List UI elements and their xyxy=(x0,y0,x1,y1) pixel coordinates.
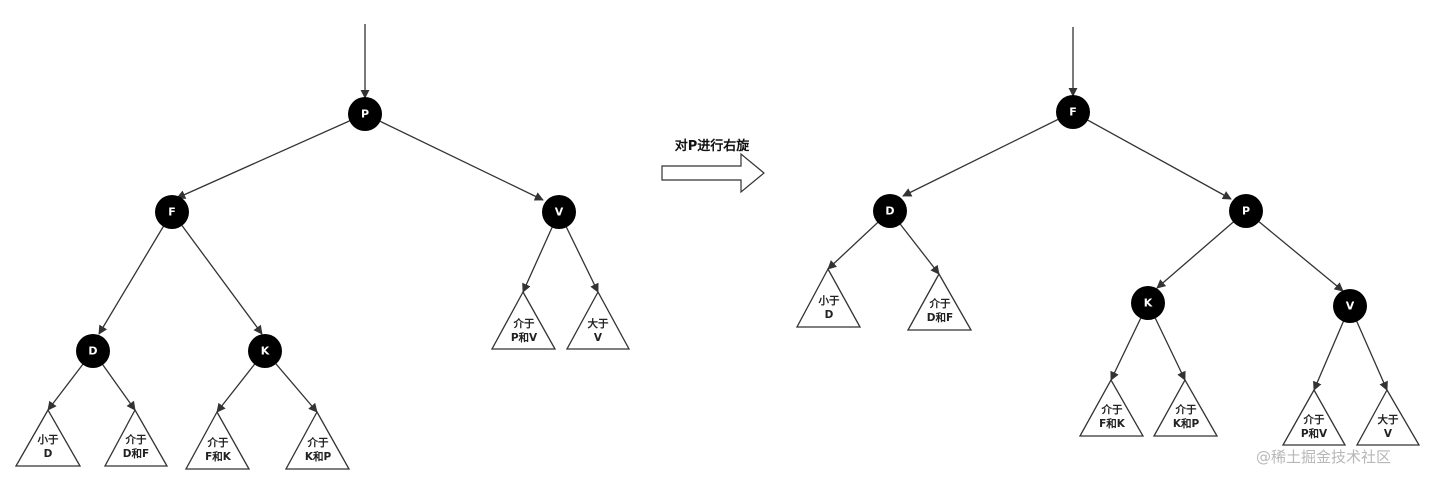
edge-p-v xyxy=(364,113,544,201)
subtree-between-f-k: 介于 F和K xyxy=(1078,378,1145,437)
right-arrow-icon xyxy=(661,152,765,194)
subtree-between-p-v: 介于 P和V xyxy=(1281,388,1347,446)
node-p: P xyxy=(1229,194,1263,228)
node-v: V xyxy=(1333,289,1367,323)
node-p: P xyxy=(348,97,382,131)
edge-p-f xyxy=(176,113,366,199)
subtree-line-2: P和V xyxy=(1301,427,1328,440)
subtree-line-1: 介于 xyxy=(307,436,329,449)
subtree-line-1: 小于 xyxy=(37,433,59,446)
subtree-line-1: 介于 xyxy=(1101,403,1124,416)
subtree-greater-than-v: 大于 V xyxy=(1355,388,1421,446)
node-f: F xyxy=(1056,95,1090,129)
node-p-label: P xyxy=(1242,205,1250,218)
node-d-label: D xyxy=(885,205,894,218)
edge-f-d xyxy=(902,111,1074,197)
subtree-between-f-k: 介于 F和K xyxy=(184,410,251,470)
subtree-line-2: F和K xyxy=(1099,417,1126,430)
subtree-less-than-d: 小于 D xyxy=(795,267,862,328)
node-v-label: V xyxy=(1346,300,1355,313)
subtree-line-1: 介于 xyxy=(1175,403,1198,416)
subtree-greater-than-v: 大于 V xyxy=(565,290,631,350)
subtree-line-1: 小于 xyxy=(818,294,840,307)
subtree-line-2: V xyxy=(594,332,603,344)
subtree-between-d-f: 介于 D和F xyxy=(103,408,169,467)
subtree-between-d-f: 介于 D和F xyxy=(906,272,973,331)
before-tree: P F V D K 小于 D 介于 D和F 介于 xyxy=(14,24,631,470)
subtree-line-1: 介于 xyxy=(125,433,147,446)
subtree-line-2: P和V xyxy=(511,331,538,344)
subtree-line-1: 大于 xyxy=(588,317,609,330)
subtree-between-p-v: 介于 P和V xyxy=(490,290,557,350)
subtree-line-2: D xyxy=(825,309,834,321)
subtree-line-2: V xyxy=(1384,428,1393,440)
node-k: K xyxy=(248,334,282,368)
subtree-line-2: K和P xyxy=(1173,417,1200,430)
subtree-less-than-d: 小于 D xyxy=(14,408,82,467)
node-v: V xyxy=(542,195,576,229)
node-p-label: P xyxy=(361,108,369,121)
node-k: K xyxy=(1131,286,1165,320)
subtree-line-2: D xyxy=(44,448,53,460)
watermark: @稀土掘金技术社区 xyxy=(1256,448,1391,466)
transition: 对P进行右旋 xyxy=(661,138,765,194)
subtree-line-1: 介于 xyxy=(513,317,535,330)
node-d-label: D xyxy=(88,345,97,358)
subtree-line-2: F和K xyxy=(205,450,232,463)
node-f-label: F xyxy=(1069,106,1077,119)
subtree-line-1: 大于 xyxy=(1378,413,1400,426)
subtree-line-2: K和P xyxy=(305,450,332,463)
subtree-between-k-p: 介于 K和P xyxy=(284,410,351,470)
subtree-line-1: 介于 xyxy=(929,297,951,310)
node-k-label: K xyxy=(261,345,270,358)
edge-f-d xyxy=(98,211,173,335)
subtree-line-1: 介于 xyxy=(207,436,229,449)
node-d: D xyxy=(76,334,110,368)
node-v-label: V xyxy=(555,206,564,219)
subtree-between-k-p: 介于 K和P xyxy=(1152,378,1219,437)
edge-p-v xyxy=(1245,210,1344,292)
node-d: D xyxy=(873,194,907,228)
node-f-label: F xyxy=(168,206,176,219)
subtree-line-2: D和F xyxy=(927,311,953,324)
subtree-line-2: D和F xyxy=(123,447,149,460)
edge-f-p xyxy=(1072,111,1232,200)
edge-f-k xyxy=(171,211,263,335)
edge-p-k xyxy=(1156,210,1247,289)
node-k-label: K xyxy=(1144,297,1153,310)
after-tree: F D P K V 小于 D 介于 D和F 介于 xyxy=(795,27,1421,446)
node-f: F xyxy=(155,195,189,229)
subtree-line-1: 介于 xyxy=(1303,413,1326,426)
transition-caption: 对P进行右旋 xyxy=(675,138,751,154)
